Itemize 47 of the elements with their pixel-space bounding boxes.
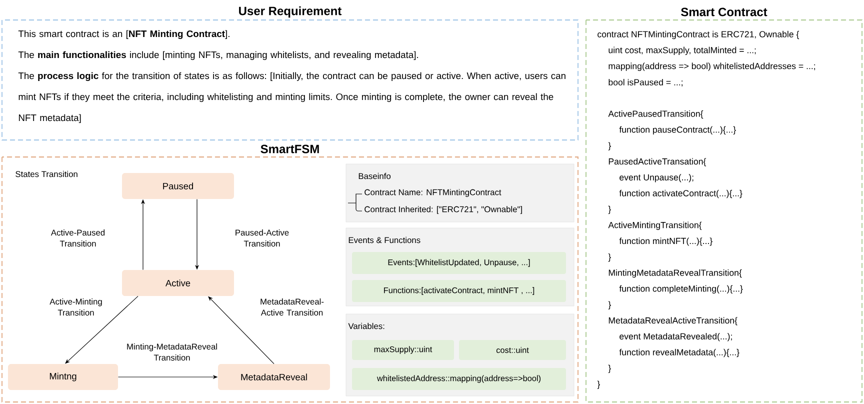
panel-title: Smart Contract: [681, 8, 768, 16]
code-line: }: [597, 380, 600, 389]
code-line: ActivePausedTransition{: [608, 110, 704, 119]
state-box: Mintng: [8, 364, 118, 390]
state-box: Paused: [122, 173, 234, 199]
paragraph: The process logic for the transition of states is as follows: [Initially, the contract can be paused or active. When active, users can mint NFTs if they meet the criteria, including whitelisting and minting limits. Once minting is complete, the owner can reveal the NFT metadata]: [18, 72, 566, 123]
paragraph: The main functionalities include [minting NFTs, managing whitelists, and revealing metadata].: [18, 51, 418, 60]
code-line: function activateContract(...){...}: [619, 190, 742, 198]
edge-label: Active-Paused Transition: [50, 229, 105, 247]
state-box: MetadataReveal: [218, 364, 330, 390]
code-line: }: [608, 142, 611, 150]
info-line: Contract Inherited: ["ERC721", "Ownable"]: [364, 206, 522, 214]
edge-label: MetadataReveal-Active Transition: [260, 298, 324, 316]
item-box: whitelistedAddress::mapping(address=>bool): [352, 368, 566, 390]
code-line: uint cost, maxSupply, totalMinted = ...;: [608, 46, 756, 55]
code-line: bool isPaused = ...;: [608, 78, 682, 86]
section-label: States Transition: [16, 170, 78, 178]
item-box: Events:[WhitelistUpdated, Unpause, ...]: [352, 252, 566, 274]
code-line: MintingMetadataRevealTransition{: [608, 269, 742, 278]
code-line: }: [608, 364, 611, 373]
code-line: function revealMetadata(...){...}: [619, 348, 740, 358]
panel-title: User Requirement: [239, 6, 342, 18]
panel-title: SmartFSM: [260, 144, 319, 154]
item-box: Functions:[activateContract, mintNFT , ...]: [352, 280, 566, 302]
code-line: contract NFTMintingContract is ERC721, Ownable {: [598, 30, 800, 40]
code-line: ActiveMintingTransition{: [608, 222, 702, 230]
edge-label: Paused-Active Transition: [236, 229, 289, 247]
info-line: Contract Name: NFTMintingContract: [364, 189, 502, 197]
paragraph: This smart contract is an [NFT Minting Contract].: [18, 30, 230, 39]
arrow: [65, 296, 138, 364]
code-line: PausedActiveTransation{: [608, 158, 706, 166]
code-line: MetadataRevealActiveTransition{: [608, 317, 738, 326]
code-line: mapping(address => bool) whitelistedAddresses = ...;: [608, 62, 816, 71]
edge-label: Active-Minting Transition: [50, 298, 102, 316]
code-line: event Unpause(...);: [620, 174, 694, 182]
state-box: Active: [122, 270, 234, 296]
code-line: function pauseContract(...){...}: [619, 126, 736, 134]
item-box: cost::uint: [459, 340, 566, 360]
code-line: }: [608, 301, 611, 310]
edge-label: Minting-MetadataReveal Transition: [127, 343, 217, 361]
arrow: [208, 296, 274, 364]
code-line: function completeMinting(...){...}: [619, 285, 743, 294]
item-box: maxSupply::uint: [352, 340, 454, 360]
code-line: function mintNFT(...){...}: [619, 238, 712, 246]
code-line: }: [608, 206, 611, 214]
code-line: event MetadataRevealed(...);: [620, 333, 732, 342]
code-line: }: [608, 254, 611, 262]
